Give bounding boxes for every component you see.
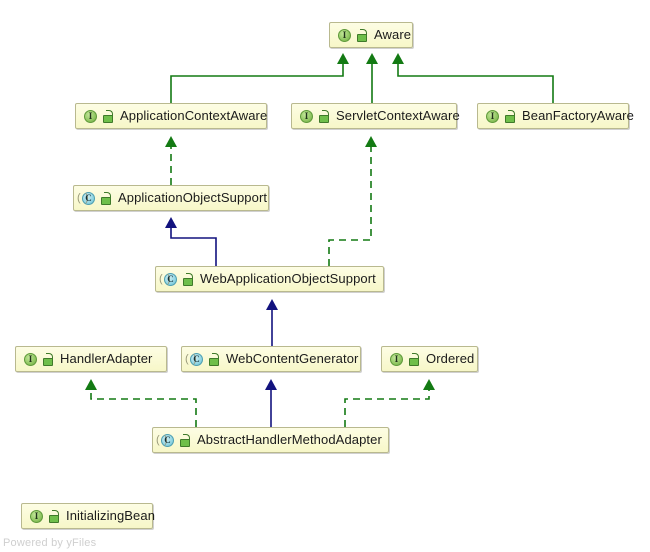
- node-label: WebContentGenerator: [226, 351, 359, 366]
- interface-type-icon: I: [389, 352, 404, 367]
- edge-arrowhead: [337, 53, 349, 64]
- interface-type-icon: I: [299, 109, 314, 124]
- edge-arrowhead: [423, 379, 435, 390]
- type-glyph: C: [193, 353, 200, 364]
- edge-edge-web-content-generator-to-web-app-obj-support: [266, 299, 278, 346]
- lock-icon: [41, 352, 54, 366]
- node-label: BeanFactoryAware: [522, 108, 634, 123]
- lock-icon: [317, 109, 330, 123]
- node-label: ApplicationContextAware: [120, 108, 268, 123]
- edge-line: [328, 147, 372, 266]
- type-glyph: C: [85, 192, 92, 203]
- edge-arrowhead: [85, 379, 97, 390]
- lock-icon: [47, 509, 60, 523]
- edge-arrowhead: [392, 53, 404, 64]
- uml-node-handler-adapter[interactable]: I HandlerAdapter: [15, 346, 167, 372]
- lock-icon: [207, 352, 220, 366]
- lock-icon: [503, 109, 516, 123]
- uml-node-bean-factory-aware[interactable]: I BeanFactoryAware: [477, 103, 634, 129]
- interface-type-icon: I: [29, 509, 44, 524]
- interface-type-icon: I: [83, 109, 98, 124]
- type-glyph: I: [304, 110, 309, 121]
- edge-arrowhead: [266, 299, 278, 310]
- type-glyph: C: [164, 434, 171, 445]
- edge-edge-bean-factory-aware-to-aware: [392, 53, 554, 103]
- type-glyph: I: [342, 29, 347, 40]
- uml-node-servlet-context-aware[interactable]: I ServletContextAware: [291, 103, 460, 129]
- edge-edge-app-ctx-aware-to-aware: [170, 53, 349, 103]
- node-label: AbstractHandlerMethodAdapter: [197, 432, 382, 447]
- uml-node-ordered[interactable]: I Ordered: [381, 346, 478, 372]
- edge-edge-web-app-obj-support-to-app-obj-support: [165, 217, 217, 266]
- interface-type-icon: I: [23, 352, 38, 367]
- edge-arrowhead: [265, 379, 277, 390]
- class-type-icon: ()C: [156, 433, 175, 448]
- yfiles-watermark: Powered by yFiles: [3, 537, 97, 549]
- uml-node-application-object-support[interactable]: ()C ApplicationObjectSupport: [73, 185, 269, 211]
- edge-arrowhead: [365, 136, 377, 147]
- uml-node-abstract-handler-method-adapter[interactable]: ()C AbstractHandlerMethodAdapter: [152, 427, 389, 453]
- edge-edge-servlet-ctx-aware-to-aware: [366, 53, 378, 103]
- lock-icon: [355, 28, 368, 42]
- edge-line: [397, 64, 554, 103]
- edge-edge-abstract-handler-to-handler-adapter: [85, 379, 197, 427]
- edge-arrowhead: [165, 136, 177, 147]
- edge-edge-web-app-obj-support-to-servlet-ctx-aware: [328, 136, 377, 266]
- uml-node-web-application-object-support[interactable]: ()C WebApplicationObjectSupport: [155, 266, 384, 292]
- interface-type-icon: I: [485, 109, 500, 124]
- type-glyph: I: [28, 353, 33, 364]
- edge-line: [170, 64, 344, 103]
- uml-node-web-content-generator[interactable]: ()C WebContentGenerator: [181, 346, 361, 372]
- node-label: ServletContextAware: [336, 108, 460, 123]
- edge-line: [90, 390, 197, 427]
- uml-node-aware[interactable]: I Aware: [329, 22, 413, 48]
- node-label: HandlerAdapter: [60, 351, 153, 366]
- type-glyph: C: [167, 273, 174, 284]
- lock-icon: [99, 191, 112, 205]
- class-type-icon: ()C: [185, 352, 204, 367]
- edge-edge-app-obj-support-to-app-ctx-aware: [165, 136, 177, 185]
- class-type-icon: ()C: [77, 191, 96, 206]
- node-label: Ordered: [426, 351, 475, 366]
- lock-icon: [407, 352, 420, 366]
- lock-icon: [178, 433, 191, 447]
- node-label: Aware: [374, 27, 412, 42]
- edge-edge-abstract-handler-to-web-content-generator: [265, 379, 277, 427]
- type-glyph: I: [34, 510, 39, 521]
- edge-arrowhead: [165, 217, 177, 228]
- lock-icon: [181, 272, 194, 286]
- node-label: InitializingBean: [66, 508, 156, 523]
- uml-node-application-context-aware[interactable]: I ApplicationContextAware: [75, 103, 267, 129]
- edge-edge-abstract-handler-to-ordered: [344, 379, 435, 427]
- edge-line: [170, 228, 217, 266]
- interface-type-icon: I: [337, 28, 352, 43]
- type-glyph: I: [88, 110, 93, 121]
- class-type-icon: ()C: [159, 272, 178, 287]
- node-label: WebApplicationObjectSupport: [200, 271, 376, 286]
- type-glyph: I: [490, 110, 495, 121]
- lock-icon: [101, 109, 114, 123]
- edge-line: [344, 390, 430, 427]
- uml-node-initializing-bean[interactable]: I InitializingBean: [21, 503, 156, 529]
- type-glyph: I: [394, 353, 399, 364]
- node-label: ApplicationObjectSupport: [118, 190, 268, 205]
- edge-arrowhead: [366, 53, 378, 64]
